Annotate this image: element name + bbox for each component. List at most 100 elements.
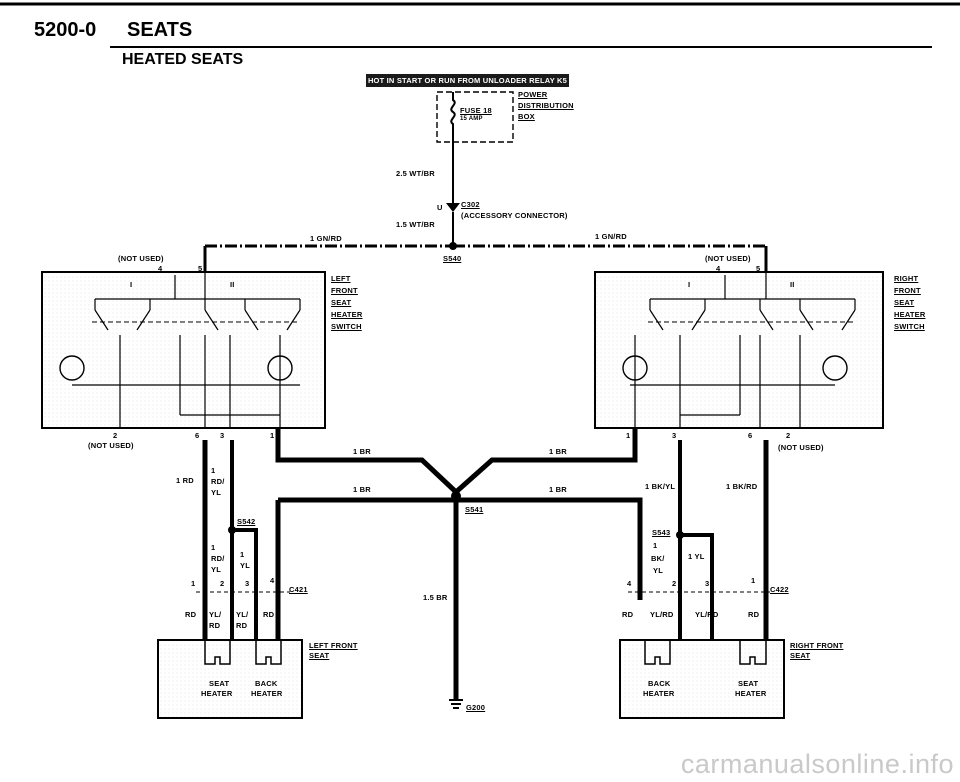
- lw3-b: YL: [240, 561, 250, 570]
- lw2-c: YL: [211, 565, 221, 574]
- left-switch-pin6: 6: [195, 431, 200, 440]
- c422-label: C422: [770, 585, 789, 594]
- rc-pin3: 3: [705, 579, 710, 588]
- ls-ylrd2b: RD: [236, 621, 248, 630]
- right-lamp-1: [622, 355, 648, 381]
- right-switch-contacts: [630, 272, 856, 428]
- rw2-b: BK/: [651, 554, 665, 563]
- left-switch-name-2: FRONT: [331, 286, 358, 295]
- lw2-b: RD/: [211, 554, 225, 563]
- pdb-box: [436, 91, 514, 143]
- pin4-right: 4: [716, 264, 721, 273]
- right-switch-name-4: HEATER: [894, 310, 926, 319]
- right-switch-name-1: RIGHT: [894, 274, 919, 283]
- s541-label: S541: [465, 505, 484, 514]
- lw2-a: 1: [211, 543, 216, 552]
- rc-pin1: 1: [751, 576, 756, 585]
- ground-br-ur: 1 BR: [549, 447, 567, 456]
- fuse-name: FUSE 18: [460, 106, 492, 115]
- left-lamp-2: [267, 355, 293, 381]
- section-title: SEATS: [127, 19, 193, 41]
- pin5-right: 5: [756, 264, 761, 273]
- left-switch-pin1: 1: [270, 431, 275, 440]
- ground-g200: [449, 699, 463, 709]
- rc-pin4: 4: [627, 579, 632, 588]
- splice-s543: [676, 531, 684, 539]
- left-heater-2-a: BACK: [255, 679, 278, 688]
- left-switch-pin2: 2: [113, 431, 118, 440]
- rw2-c: YL: [653, 566, 663, 575]
- ls-rd2: RD: [263, 610, 275, 619]
- right-heater-2-a: SEAT: [738, 679, 759, 688]
- pdb-label-1: POWER: [518, 90, 548, 99]
- splice-s542: [228, 526, 236, 534]
- wire-pdb-out-label: 2.5 WT/BR: [396, 169, 435, 178]
- left-harness: [196, 440, 290, 640]
- rw3: 1 YL: [688, 552, 705, 561]
- rs-rd: RD: [622, 610, 634, 619]
- left-heater-2-b: HEATER: [251, 689, 283, 698]
- ls-ylrd2: YL/: [236, 610, 249, 619]
- splice-s540: [449, 242, 457, 250]
- section-code: 5200-0: [34, 19, 97, 41]
- lw-rdyl-a: 1: [211, 466, 216, 475]
- left-switch-name-4: HEATER: [331, 310, 363, 319]
- ground-wiring: [275, 428, 643, 700]
- feed-left-label: 1 GN/RD: [310, 234, 342, 243]
- ground-br-lr: 1 BR: [549, 485, 567, 494]
- left-switch-name-1: LEFT: [331, 274, 351, 283]
- left-lamp-1: [59, 355, 85, 381]
- right-heater-2-b: HEATER: [735, 689, 767, 698]
- lw-rdyl-c: YL: [211, 488, 221, 497]
- trunk-label: 1.5 WT/BR: [396, 220, 435, 229]
- lw3-a: 1: [240, 550, 245, 559]
- left-switch-not-used: (NOT USED): [88, 441, 134, 450]
- rw2-a: 1: [653, 541, 658, 550]
- left-seat-title-2: SEAT: [309, 651, 330, 660]
- right-lamp-2: [822, 355, 848, 381]
- left-switch-contacts: [72, 272, 301, 428]
- pin5-left: 5: [198, 264, 203, 273]
- rs-ylrd2: YL/RD: [695, 610, 719, 619]
- watermark: carmanualsonline.info: [680, 749, 954, 779]
- splice-s541: [451, 491, 461, 501]
- ls-ylrd1: YL/: [209, 610, 222, 619]
- conn-u-label: U: [437, 203, 443, 212]
- c302-label: C302: [461, 200, 480, 209]
- lc-pin3: 3: [245, 579, 250, 588]
- right-switch-name-2: FRONT: [894, 286, 921, 295]
- pdb-label-3: BOX: [518, 112, 535, 121]
- pin4-left: 4: [158, 264, 163, 273]
- right-switch-box: [594, 271, 884, 429]
- connector-c302: [446, 203, 460, 212]
- g200-label: G200: [466, 703, 486, 712]
- right-switch-pos-2: II: [790, 280, 795, 289]
- lw-rd: 1 RD: [176, 476, 194, 485]
- lc-pin1: 1: [191, 579, 196, 588]
- ground-br-ul: 1 BR: [353, 447, 371, 456]
- rw-bkrd: 1 BK/RD: [726, 482, 758, 491]
- fuse-18: [450, 92, 456, 176]
- ground-trunk-label: 1.5 BR: [423, 593, 448, 602]
- left-switch-pos-2: II: [230, 280, 235, 289]
- lc-pin2: 2: [220, 579, 225, 588]
- left-switch-name-5: SWITCH: [331, 322, 362, 331]
- right-seat-title-1: RIGHT FRONT: [790, 641, 844, 650]
- right-switch-name-5: SWITCH: [894, 322, 925, 331]
- right-switch-pin2: 2: [786, 431, 791, 440]
- c302-desc: (ACCESSORY CONNECTOR): [461, 211, 568, 220]
- right-switch-pos-1: I: [688, 280, 691, 289]
- right-heater-1-b: HEATER: [643, 689, 675, 698]
- left-heater-1-a: SEAT: [209, 679, 230, 688]
- s540-label: S540: [443, 254, 462, 263]
- left-switch-name-3: SEAT: [331, 298, 352, 307]
- fuse-rating: 15 AMP: [460, 116, 483, 122]
- rs-rd2: RD: [748, 610, 760, 619]
- left-switch-pos-1: I: [130, 280, 133, 289]
- s542-label: S542: [237, 517, 256, 526]
- lw-rdyl-b: RD/: [211, 477, 225, 486]
- feed-right-label: 1 GN/RD: [595, 232, 627, 241]
- right-harness: [628, 440, 770, 640]
- ls-ylrd1b: RD: [209, 621, 221, 630]
